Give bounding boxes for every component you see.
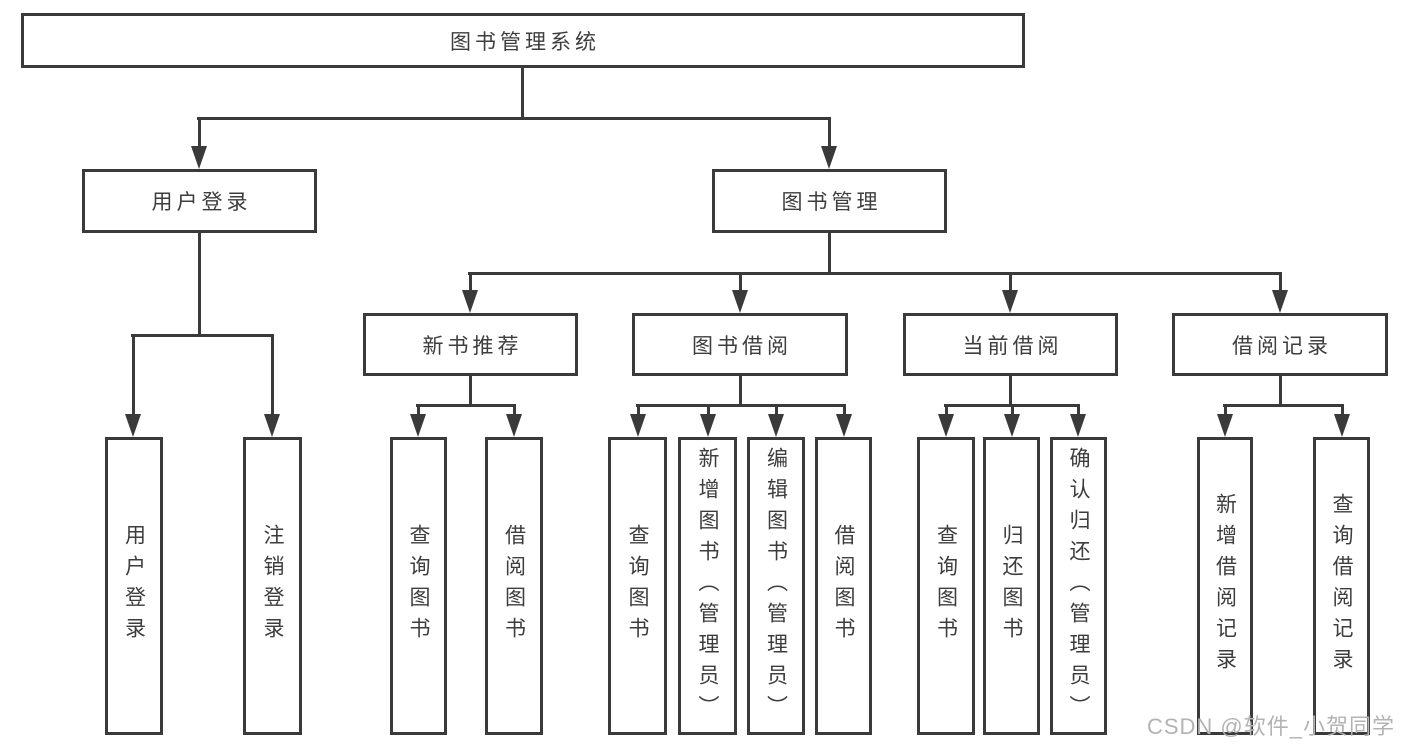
connector-vline xyxy=(1011,404,1014,416)
leaf-user-login-label: 用户登录 xyxy=(122,524,146,648)
arrowhead-down xyxy=(125,414,141,437)
leaf-confirm-return-admin: 确认归还（管理员） xyxy=(1050,437,1107,735)
node-borrow-records-label: 借阅记录 xyxy=(1232,334,1332,358)
leaf-query-books-current: 查询图书 xyxy=(917,437,975,735)
connector-vline xyxy=(1279,272,1282,292)
leaf-add-book-admin-label: 新增图书（管理员） xyxy=(696,446,719,726)
node-root-label: 图书管理系统 xyxy=(450,30,600,54)
connector-vline xyxy=(637,404,640,416)
leaf-borrow-books-borrowing: 借阅图书 xyxy=(815,437,872,735)
connector-hline xyxy=(131,334,274,337)
leaf-return-book: 归还图书 xyxy=(983,437,1040,735)
node-current-borrowing-label: 当前借阅 xyxy=(962,334,1063,358)
arrowhead-down xyxy=(938,414,954,437)
arrowhead-down xyxy=(821,146,837,169)
connector-vline xyxy=(513,404,516,416)
connector-vline xyxy=(1341,404,1344,416)
connector-vline xyxy=(271,334,274,417)
node-book-borrowing: 图书借阅 xyxy=(632,313,848,376)
arrowhead-down xyxy=(768,414,784,437)
connector-hline xyxy=(416,404,516,407)
arrowhead-down xyxy=(264,414,280,437)
node-book-management: 图书管理 xyxy=(712,169,947,233)
node-user-login: 用户登录 xyxy=(82,169,317,233)
leaf-query-books-borrowing: 查询图书 xyxy=(608,437,667,735)
connector-hline xyxy=(636,404,846,407)
connector-vline xyxy=(828,233,831,275)
leaf-query-books-current-label: 查询图书 xyxy=(934,524,958,648)
connector-vline xyxy=(739,376,742,406)
node-new-book-recommend: 新书推荐 xyxy=(363,313,578,376)
connector-vline xyxy=(469,272,472,292)
arrowhead-down xyxy=(1217,414,1233,437)
leaf-edit-book-admin: 编辑图书（管理员） xyxy=(747,437,805,735)
leaf-query-borrow-record: 查询借阅记录 xyxy=(1313,437,1370,735)
leaf-borrow-books-recommend: 借阅图书 xyxy=(485,437,543,735)
node-root: 图书管理系统 xyxy=(21,13,1025,68)
connector-vline xyxy=(1009,376,1012,406)
connector-hline xyxy=(197,117,831,120)
connector-vline xyxy=(1224,404,1227,416)
leaf-add-book-admin: 新增图书（管理员） xyxy=(678,437,737,735)
connector-vline xyxy=(945,404,948,416)
leaf-confirm-return-admin-label: 确认归还（管理员） xyxy=(1067,446,1090,726)
connector-vline xyxy=(707,404,710,416)
leaf-user-login: 用户登录 xyxy=(105,437,163,735)
connector-vline xyxy=(775,404,778,416)
connector-hline xyxy=(468,272,1282,275)
leaf-query-books-recommend: 查询图书 xyxy=(390,437,447,735)
leaf-logout-label: 注销登录 xyxy=(261,524,284,648)
arrowhead-down xyxy=(1070,414,1086,437)
connector-vline xyxy=(1009,272,1012,292)
connector-vline xyxy=(417,404,420,416)
node-book-management-label: 图书管理 xyxy=(781,191,882,214)
arrowhead-down xyxy=(732,290,748,313)
connector-vline xyxy=(521,68,524,118)
watermark-text: CSDN @软件_小贺同学 xyxy=(1146,714,1395,739)
connector-hline xyxy=(1223,404,1343,407)
leaf-add-borrow-record-label: 新增借阅记录 xyxy=(1213,493,1237,679)
leaf-return-book-label: 归还图书 xyxy=(1000,524,1023,648)
arrowhead-down xyxy=(462,290,478,313)
connector-vline xyxy=(132,334,135,417)
node-new-book-recommend-label: 新书推荐 xyxy=(422,334,523,358)
node-user-login-label: 用户登录 xyxy=(151,191,252,214)
leaf-query-borrow-record-label: 查询借阅记录 xyxy=(1330,493,1353,679)
arrowhead-down xyxy=(410,414,426,437)
connector-vline xyxy=(198,233,201,337)
leaf-borrow-books-recommend-label: 借阅图书 xyxy=(502,524,526,648)
node-borrow-records: 借阅记录 xyxy=(1172,313,1388,376)
leaf-borrow-books-borrowing-label: 借阅图书 xyxy=(832,524,855,648)
arrowhead-down xyxy=(700,414,716,437)
arrowhead-down xyxy=(630,414,646,437)
arrowhead-down xyxy=(1004,414,1020,437)
node-current-borrowing: 当前借阅 xyxy=(903,313,1118,376)
leaf-query-books-borrowing-label: 查询图书 xyxy=(626,524,649,648)
leaf-add-borrow-record: 新增借阅记录 xyxy=(1197,437,1253,735)
connector-vline xyxy=(739,272,742,292)
leaf-edit-book-admin-label: 编辑图书（管理员） xyxy=(764,446,788,726)
connector-vline xyxy=(469,376,472,406)
leaf-query-books-recommend-label: 查询图书 xyxy=(407,524,430,648)
leaf-logout: 注销登录 xyxy=(243,437,302,735)
arrowhead-down xyxy=(191,146,207,169)
connector-vline xyxy=(843,404,846,416)
arrowhead-down xyxy=(1272,290,1288,313)
node-book-borrowing-label: 图书借阅 xyxy=(692,334,792,358)
arrowhead-down xyxy=(1002,290,1018,313)
arrowhead-down xyxy=(506,414,522,437)
arrowhead-down xyxy=(836,414,852,437)
connector-vline xyxy=(1279,376,1282,406)
connector-vline xyxy=(198,117,201,149)
connector-vline xyxy=(828,117,831,149)
arrowhead-down xyxy=(1334,414,1350,437)
connector-vline xyxy=(1077,404,1080,416)
